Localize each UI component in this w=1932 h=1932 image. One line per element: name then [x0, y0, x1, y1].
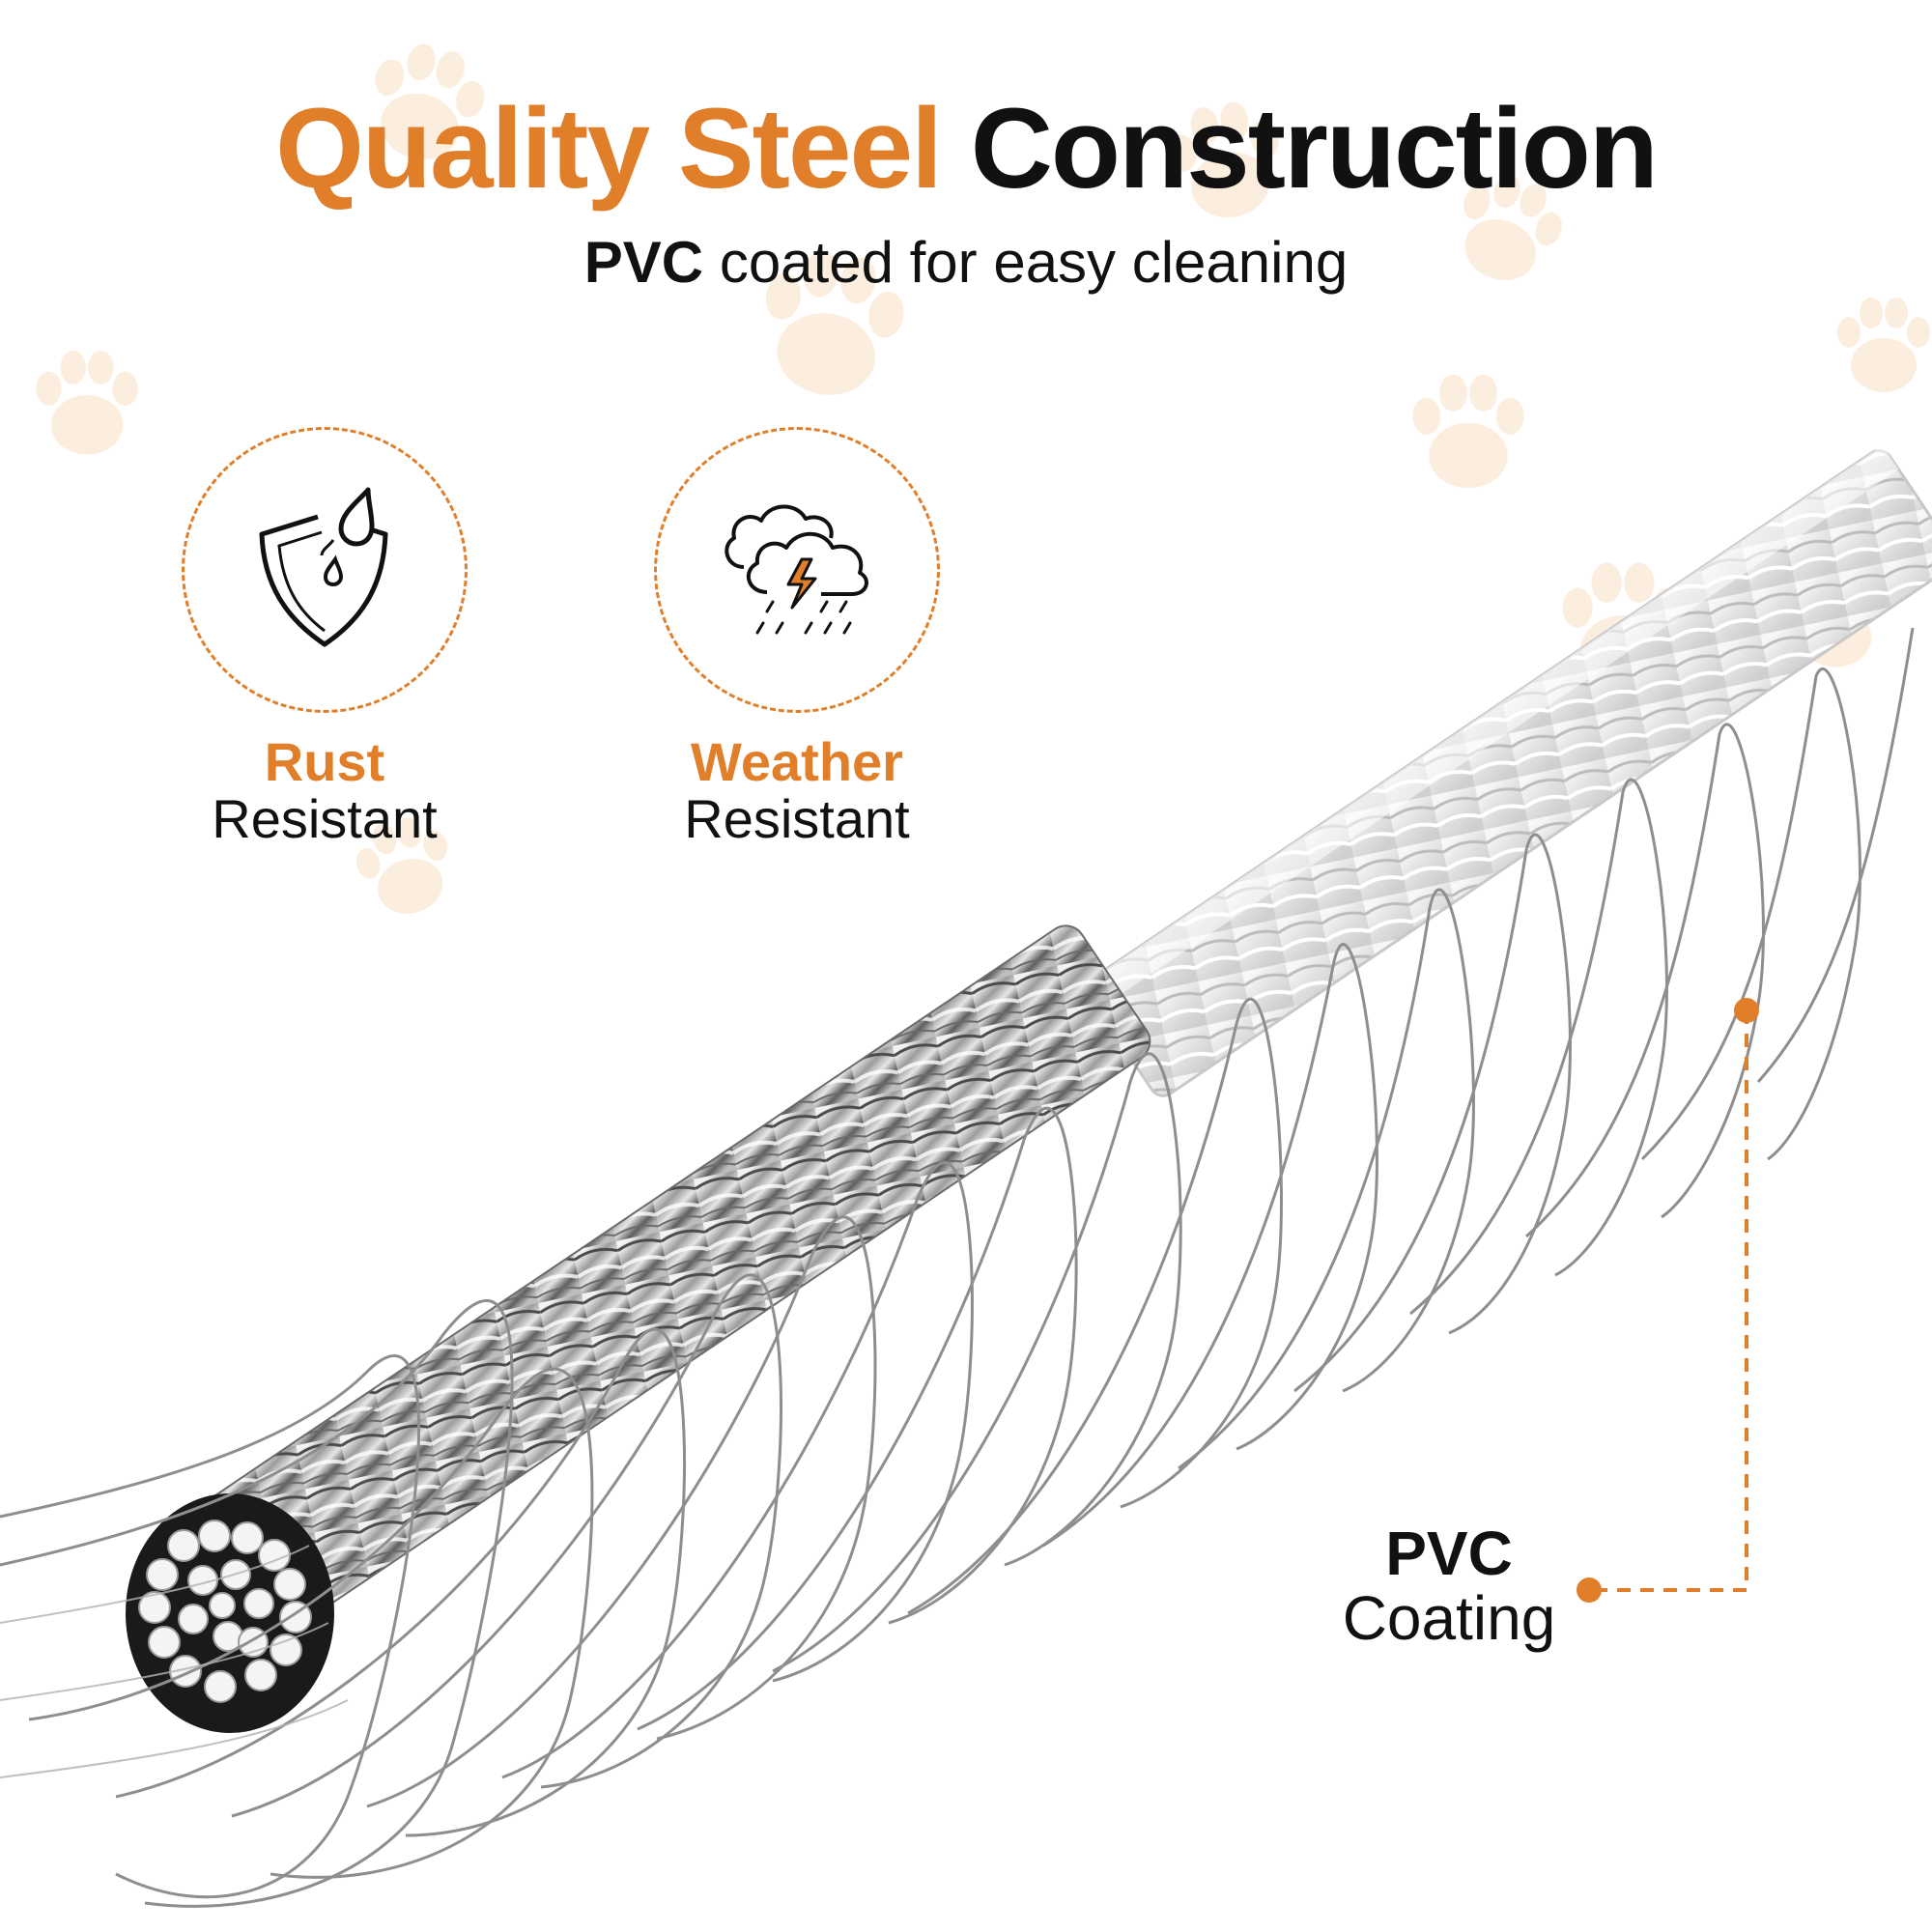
feature-rust-resistant: Rust Resistant — [170, 427, 479, 848]
callout-text: Coating — [1342, 1583, 1556, 1654]
callout-leader-line — [1577, 998, 1759, 1603]
feature-weather-label: Weather — [691, 731, 903, 792]
headline-dark: Construction — [970, 85, 1659, 213]
feature-weather-resistant: Weather Resistant — [642, 427, 952, 848]
feature-weather-text: Resistant — [684, 787, 910, 849]
subheadline: PVC coated for easy cleaning — [0, 234, 1932, 292]
feature-rust-label: Rust — [264, 731, 385, 792]
subheadline-text: coated for easy cleaning — [719, 230, 1349, 295]
cable-cut-end — [126, 1493, 334, 1733]
pvc-coating-callout: PVC Coating — [1314, 1519, 1584, 1654]
feature-rust-icon-ring — [182, 427, 468, 713]
feature-rust-text: Resistant — [212, 787, 438, 849]
headline: Quality Steel Construction — [0, 92, 1932, 206]
storm-cloud-icon — [724, 504, 868, 635]
headline-accent: Quality Steel — [275, 85, 943, 213]
callout-bold: PVC — [1385, 1519, 1513, 1588]
feature-weather-icon-ring — [654, 427, 940, 713]
subheadline-bold: PVC — [583, 230, 704, 295]
shield-drop-icon — [259, 487, 388, 647]
